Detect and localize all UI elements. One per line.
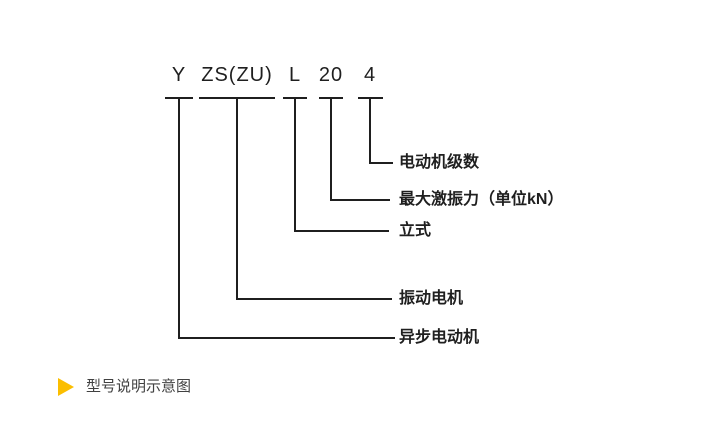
code-part-y: Y (171, 64, 187, 86)
code-part-zs: ZS(ZU) (201, 64, 273, 86)
code-part-4: 4 (363, 64, 377, 86)
label-vibration-motor: 振动电机 (399, 290, 464, 307)
label-max-excitation-force: 最大激振力（单位kN） (399, 191, 564, 208)
connector-vertical-y (178, 97, 180, 339)
code-part-l: L (288, 64, 302, 86)
connector-vertical-4 (369, 97, 371, 164)
label-vertical-type: 立式 (399, 222, 432, 239)
triangle-right-icon (58, 378, 74, 396)
label-asynchronous-motor: 异步电动机 (399, 329, 480, 346)
connector-horizontal-l (294, 230, 389, 232)
connector-horizontal-y (178, 337, 395, 339)
caption-text: 型号说明示意图 (86, 378, 192, 395)
connector-horizontal-4 (369, 162, 393, 164)
caption: 型号说明示意图 (58, 378, 191, 396)
code-part-20: 20 (318, 64, 344, 86)
connector-horizontal-20 (330, 199, 390, 201)
connector-vertical-l (294, 97, 296, 232)
connector-vertical-zs (236, 97, 238, 300)
connector-vertical-20 (330, 97, 332, 201)
label-motor-pole-number: 电动机级数 (399, 154, 480, 171)
connector-horizontal-zs (236, 298, 392, 300)
